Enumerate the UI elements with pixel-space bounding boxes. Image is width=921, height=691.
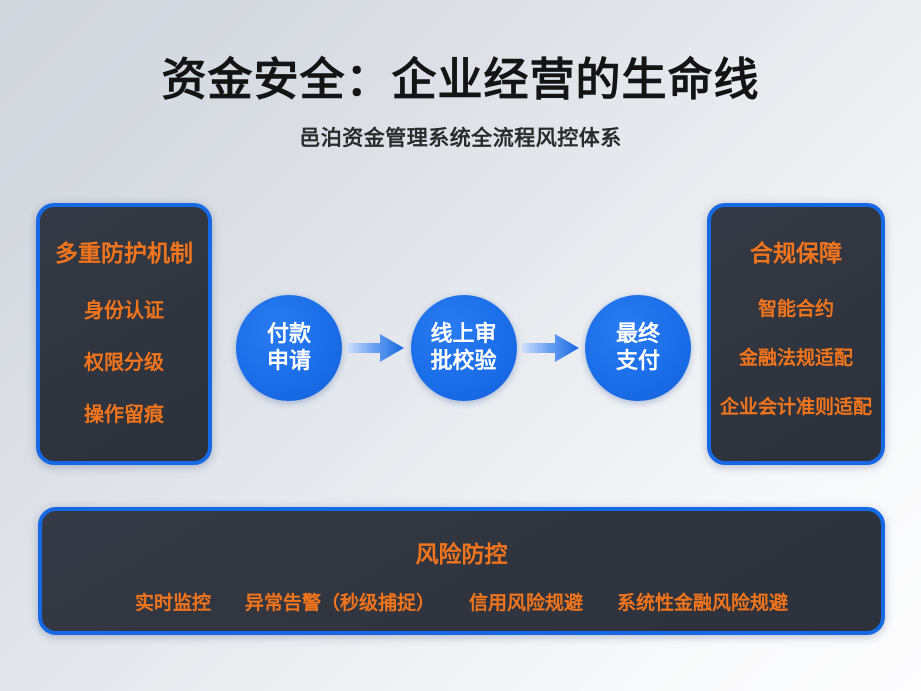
page-subtitle: 邑泊资金管理系统全流程风控体系 [299,126,622,150]
flow-node-final-payment: 最终 支付 [585,295,691,401]
panel-protection-title: 多重防护机制 [55,240,193,266]
panel-protection-mechanisms: 多重防护机制 身份认证 权限分级 操作留痕 [36,203,212,465]
panel-risk-control-title: 风险防控 [415,541,508,567]
risk-control-item-3: 信用风险规避 [469,593,584,614]
flow-node-online-approval-line1: 线上审 [430,321,497,347]
title-block: 资金安全：企业经营的生命线 邑泊资金管理系统全流程风控体系 [0,54,921,152]
arrow-right-icon [520,327,582,369]
panel-protection-item-3: 操作留痕 [84,404,164,426]
flow-node-payment-request: 付款 申请 [236,295,342,401]
flow-node-final-payment-line1: 最终 [615,321,660,347]
panel-protection-item-2: 权限分级 [84,352,164,374]
flow-node-final-payment-line2: 支付 [615,348,660,373]
panel-compliance-title: 合规保障 [750,240,842,266]
flow-node-payment-request-line2: 申请 [266,348,311,373]
page-title: 资金安全：企业经营的生命线 [161,54,760,105]
panel-compliance-item-2: 金融法规适配 [738,348,853,369]
flow-node-online-approval-line2: 批校验 [430,348,497,373]
arrow-right-icon [345,327,407,369]
risk-control-item-1: 实时监控 [134,593,211,614]
panel-risk-control: 风险防控 实时监控 异常告警（秒级捕捉） 信用风险规避 系统性金融风险规避 [38,507,885,635]
risk-control-item-list: 实时监控 异常告警（秒级捕捉） 信用风险规避 系统性金融风险规避 [42,588,881,615]
panel-compliance-assurance: 合规保障 智能合约 金融法规适配 企业会计准则适配 [707,203,885,465]
panel-compliance-item-3: 企业会计准则适配 [719,397,872,418]
panel-compliance-item-1: 智能合约 [757,299,834,320]
risk-control-item-2: 异常告警（秒级捕捉） [244,593,435,614]
flow-node-payment-request-line1: 付款 [266,321,311,347]
flow-node-online-approval: 线上审 批校验 [410,295,517,401]
panel-protection-item-1: 身份认证 [84,300,164,322]
payment-flow-diagram: 付款 申请 线上审 批校验 [236,289,691,407]
risk-control-item-4: 系统性金融风险规避 [617,593,789,614]
